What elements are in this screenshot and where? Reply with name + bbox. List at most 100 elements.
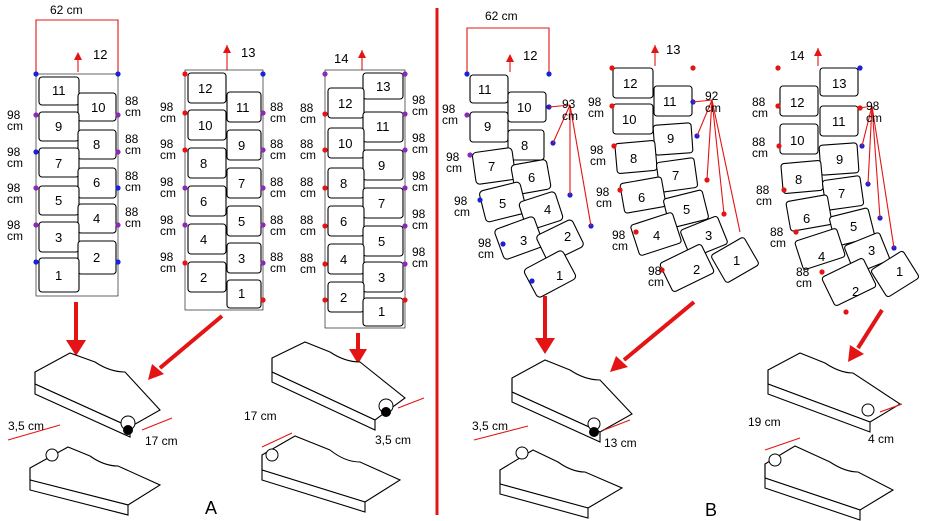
svg-text:cm: cm bbox=[270, 148, 286, 162]
svg-text:1: 1 bbox=[378, 304, 385, 319]
svg-text:98: 98 bbox=[590, 143, 604, 157]
svg-text:cm: cm bbox=[270, 224, 286, 238]
plates-a-right: 17 cm 3,5 cm bbox=[244, 341, 425, 513]
svg-text:88: 88 bbox=[300, 213, 314, 227]
svg-text:cm: cm bbox=[412, 218, 428, 232]
svg-text:cm: cm bbox=[160, 186, 176, 200]
svg-text:11: 11 bbox=[478, 82, 492, 97]
svg-text:8: 8 bbox=[93, 137, 100, 152]
svg-text:cm: cm bbox=[270, 186, 286, 200]
svg-text:12: 12 bbox=[623, 76, 637, 91]
tube-a3-top-number: 14 bbox=[334, 51, 348, 66]
svg-text:cm: cm bbox=[412, 256, 428, 270]
svg-text:98: 98 bbox=[7, 108, 21, 122]
svg-text:11: 11 bbox=[52, 83, 66, 98]
segment-3 bbox=[38, 221, 80, 253]
svg-text:5: 5 bbox=[378, 234, 385, 249]
svg-text:2: 2 bbox=[340, 290, 347, 305]
svg-text:88: 88 bbox=[125, 94, 139, 108]
plate-b2-width: 4 cm bbox=[868, 432, 894, 446]
segment-10 bbox=[77, 92, 117, 122]
svg-text:4: 4 bbox=[818, 249, 825, 264]
svg-text:11: 11 bbox=[376, 119, 390, 134]
svg-text:3: 3 bbox=[238, 251, 245, 266]
svg-text:98: 98 bbox=[412, 207, 426, 221]
panel-a-label: A bbox=[205, 498, 217, 518]
svg-text:13: 13 bbox=[376, 79, 390, 94]
svg-text:cm: cm bbox=[125, 216, 141, 230]
svg-text:cm: cm bbox=[125, 105, 141, 119]
svg-text:8: 8 bbox=[795, 172, 802, 187]
svg-text:98: 98 bbox=[612, 228, 626, 242]
svg-text:98: 98 bbox=[478, 236, 492, 250]
svg-text:cm: cm bbox=[590, 154, 606, 168]
arrows-b bbox=[535, 296, 884, 372]
plate-b2-length: 19 cm bbox=[748, 415, 781, 429]
plate-a2-length: 17 cm bbox=[244, 409, 277, 423]
svg-text:98: 98 bbox=[442, 102, 456, 116]
svg-text:4: 4 bbox=[653, 228, 660, 243]
svg-text:3: 3 bbox=[55, 230, 62, 245]
svg-text:7: 7 bbox=[672, 168, 679, 183]
svg-text:cm: cm bbox=[705, 101, 721, 115]
svg-text:6: 6 bbox=[638, 190, 645, 205]
segment-6 bbox=[77, 167, 117, 199]
svg-text:10: 10 bbox=[622, 112, 636, 127]
svg-text:88: 88 bbox=[770, 225, 784, 239]
svg-text:cm: cm bbox=[562, 109, 578, 123]
width-bracket-a: 62 cm bbox=[35, 3, 119, 74]
plates-b-right: 19 cm 4 cm bbox=[748, 352, 903, 521]
svg-text:6: 6 bbox=[528, 170, 535, 185]
svg-text:6: 6 bbox=[93, 175, 100, 190]
svg-text:10: 10 bbox=[338, 136, 352, 151]
svg-text:cm: cm bbox=[270, 111, 286, 125]
svg-text:13: 13 bbox=[832, 76, 846, 91]
svg-text:11: 11 bbox=[832, 114, 846, 129]
svg-text:8: 8 bbox=[340, 176, 347, 191]
svg-text:7: 7 bbox=[55, 156, 62, 171]
svg-text:6: 6 bbox=[803, 211, 810, 226]
svg-text:cm: cm bbox=[270, 261, 286, 275]
svg-text:9: 9 bbox=[55, 119, 62, 134]
svg-text:cm: cm bbox=[7, 229, 23, 243]
segment-7 bbox=[38, 147, 80, 178]
tube-b1: 12 11 10 9 8 7 6 5 4 3 2 1 bbox=[442, 48, 594, 298]
svg-text:cm: cm bbox=[454, 205, 470, 219]
svg-text:10: 10 bbox=[198, 118, 212, 133]
svg-text:10: 10 bbox=[91, 100, 105, 115]
svg-text:98: 98 bbox=[596, 185, 610, 199]
svg-text:6: 6 bbox=[200, 194, 207, 209]
svg-text:12: 12 bbox=[338, 96, 352, 111]
segment-11 bbox=[38, 76, 80, 106]
svg-text:cm: cm bbox=[612, 239, 628, 253]
svg-text:98: 98 bbox=[160, 213, 174, 227]
svg-text:98: 98 bbox=[7, 181, 21, 195]
svg-text:3: 3 bbox=[378, 270, 385, 285]
svg-text:cm: cm bbox=[770, 236, 786, 250]
svg-text:98: 98 bbox=[446, 150, 460, 164]
svg-text:98: 98 bbox=[412, 131, 426, 145]
svg-text:7: 7 bbox=[838, 186, 845, 201]
svg-text:10: 10 bbox=[790, 133, 804, 148]
tube-b3: 14 13 12 11 10 9 8 7 6 5 4 3 2 1 bbox=[752, 48, 920, 315]
svg-text:cm: cm bbox=[125, 143, 141, 157]
svg-text:cm: cm bbox=[866, 111, 882, 125]
svg-text:12: 12 bbox=[523, 48, 537, 63]
svg-text:9: 9 bbox=[667, 131, 674, 146]
svg-text:cm: cm bbox=[412, 180, 428, 194]
plate-a1-length: 17 cm bbox=[145, 434, 178, 448]
svg-text:5: 5 bbox=[238, 214, 245, 229]
svg-text:12: 12 bbox=[790, 95, 804, 110]
tube-a2-top-number: 13 bbox=[241, 45, 255, 60]
svg-text:5: 5 bbox=[850, 219, 857, 234]
svg-text:8: 8 bbox=[630, 151, 637, 166]
svg-text:cm: cm bbox=[412, 104, 428, 118]
svg-text:88: 88 bbox=[270, 213, 284, 227]
svg-text:cm: cm bbox=[7, 156, 23, 170]
svg-text:98: 98 bbox=[648, 264, 662, 278]
svg-text:3: 3 bbox=[705, 228, 712, 243]
width-label-b: 62 cm bbox=[485, 9, 518, 23]
